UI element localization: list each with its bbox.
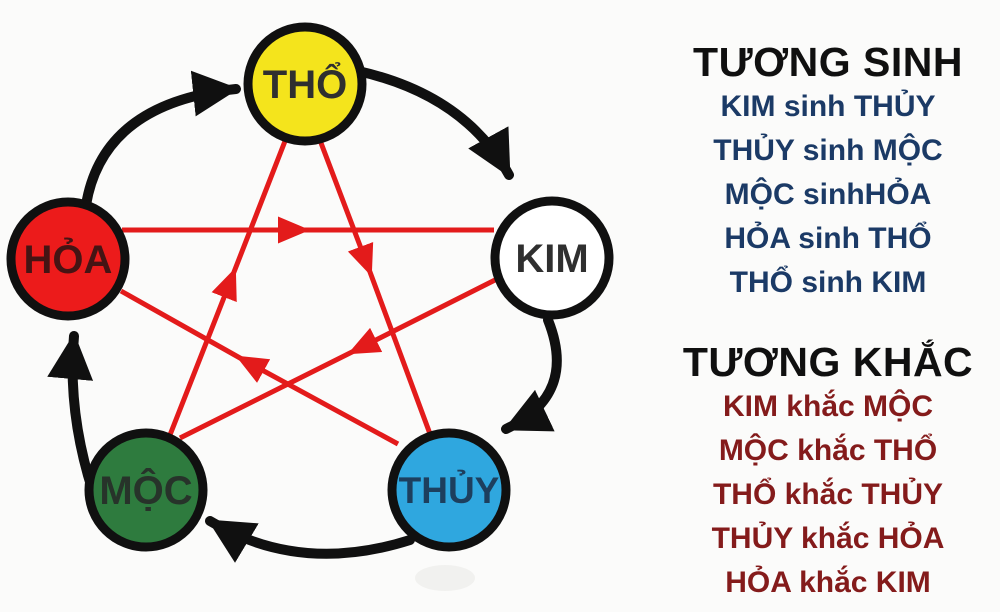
- node-tho: THỔ: [243, 22, 367, 146]
- generation-rule: THỦY sinh MỘC: [713, 134, 943, 167]
- overcoming-rule: THỦY khắc HỎA: [711, 522, 945, 555]
- legend-panel: TƯƠNG SINH KIM sinh THỦY THỦY sinh MỘC M…: [656, 0, 1000, 607]
- arrow-thuy-to-moc: [205, 516, 415, 563]
- node-moc-label: MỘC: [99, 467, 192, 513]
- overcoming-cycle-arrows: [119, 134, 497, 447]
- node-kim-label: KIM: [515, 237, 588, 281]
- overcoming-rule: KIM khắc MỘC: [722, 390, 934, 423]
- node-thuy-circle: [387, 428, 511, 552]
- generation-rule: THỔ sinh KIM: [729, 266, 927, 299]
- node-hoa-circle: [6, 197, 130, 321]
- overcoming-title: TƯƠNG KHẮC: [682, 339, 974, 385]
- five-elements-cycle-diagram: THỔ KIM THỦY MỘC HỎA: [6, 22, 614, 591]
- node-moc-circle: [84, 428, 208, 552]
- generation-rule: HỎA sinh THỔ: [724, 222, 932, 255]
- node-thuy-label: THỦY: [399, 469, 500, 511]
- arrow-tho-overcomes-thuy: [315, 134, 436, 443]
- arrow-hoa-to-tho: [81, 70, 241, 210]
- node-tho-label: THỔ: [263, 60, 347, 107]
- generation-rule: KIM sinh THỦY: [720, 90, 936, 123]
- arrow-tho-to-kim: [353, 66, 514, 180]
- arrow-moc-overcomes-tho: [165, 135, 290, 441]
- node-kim: KIM: [490, 196, 614, 320]
- generation-rule: MỘC sinhHỎA: [724, 178, 932, 211]
- node-kim-circle: [490, 196, 614, 320]
- paper-smudge: [415, 565, 475, 591]
- cycle-diagram-area: THỔ KIM THỦY MỘC HỎA: [6, 22, 614, 591]
- node-hoa-label: HỎA: [24, 236, 113, 282]
- node-moc: MỘC: [84, 428, 208, 552]
- node-tho-circle: [243, 22, 367, 146]
- arrow-thuy-overcomes-hoa: [119, 288, 400, 447]
- node-hoa: HỎA: [6, 197, 130, 321]
- overcoming-rule: HỎA khắc KIM: [725, 566, 931, 599]
- element-nodes: THỔ KIM THỦY MỘC HỎA: [6, 22, 614, 552]
- node-thuy: THỦY: [387, 428, 511, 552]
- overcoming-rule: THỔ khắc THỦY: [712, 478, 944, 511]
- arrow-kim-to-thuy: [501, 315, 562, 434]
- generation-title: TƯƠNG SINH: [693, 39, 963, 85]
- overcoming-rule: MỘC khắc THỔ: [718, 434, 938, 467]
- arrow-kim-overcomes-moc: [178, 277, 497, 441]
